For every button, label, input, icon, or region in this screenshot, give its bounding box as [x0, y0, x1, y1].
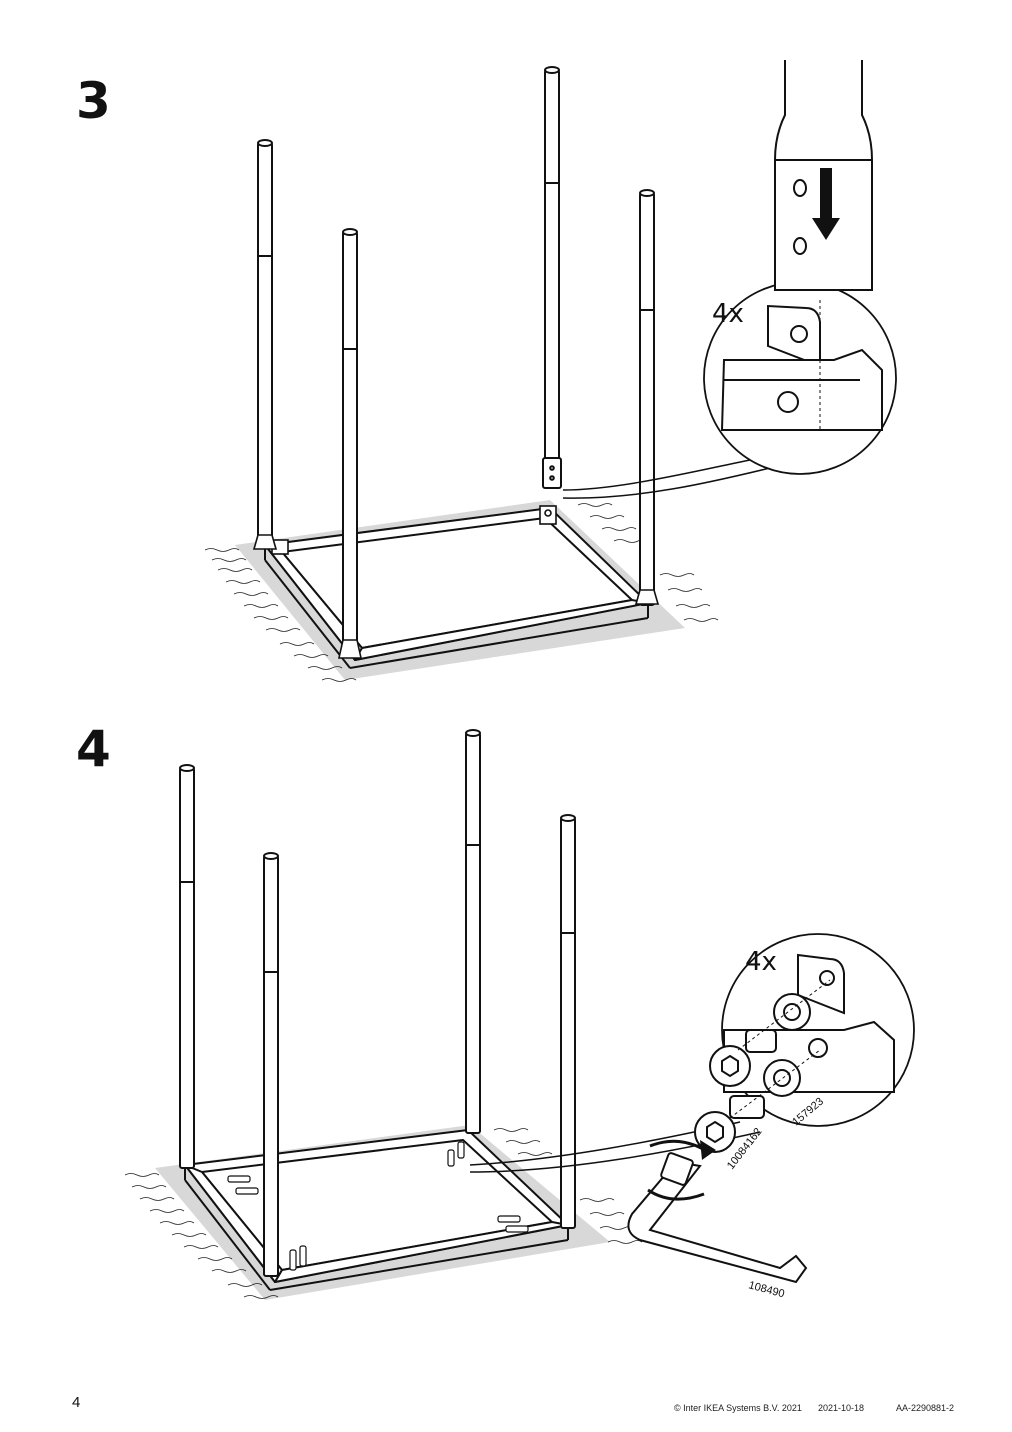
step-4-number: 4 [76, 720, 111, 778]
copyright-notice: © Inter IKEA Systems B.V. 2021 [674, 1403, 802, 1413]
step-4-detail-zoom [694, 933, 915, 1153]
step-3-illustration: 4x [204, 60, 897, 682]
step-3-detail-zoom [703, 281, 897, 475]
page-number: 4 [72, 1394, 81, 1411]
step-4-quantity: 4x [745, 947, 777, 977]
document-date: 2021-10-18 [818, 1403, 865, 1413]
step-3-number: 3 [76, 72, 111, 130]
allen-key-icon [627, 1152, 808, 1284]
allen-key-part-number: 108490 [747, 1279, 786, 1300]
step-3-quantity: 4x [712, 299, 744, 329]
down-arrow-icon [812, 168, 840, 240]
rotate-arrow-icon [647, 1139, 716, 1201]
document-id: AA-2290881-2 [896, 1403, 955, 1413]
step-4-illustration: 4x 10084162 157923 108490 [124, 729, 915, 1300]
